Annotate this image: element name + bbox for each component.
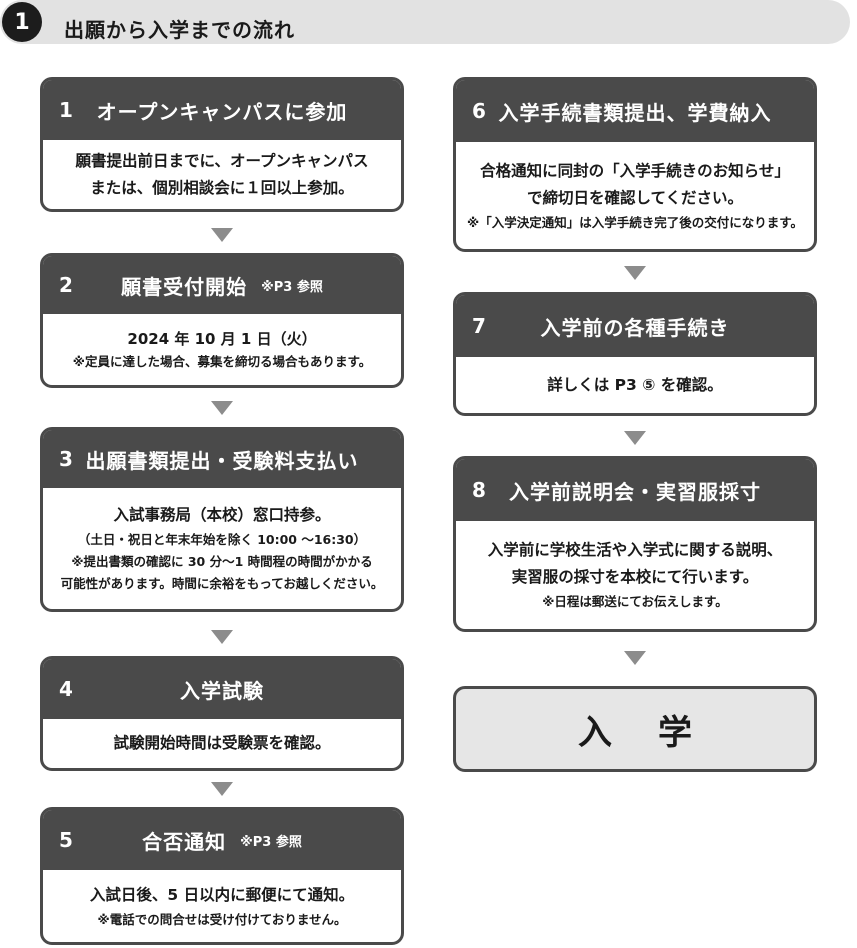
step-number: 7 <box>472 314 486 338</box>
step-8: 8 入学前説明会・実習服採寸 入学前に学校生活や入学式に関する説明、 実習服の採… <box>453 456 817 632</box>
step-note: ※電話での問合せは受け付けておりません。 <box>97 911 347 927</box>
enrollment-label: 入学 <box>578 712 738 753</box>
step-header: 2 願書受付開始 ※P3 参照 <box>43 256 401 314</box>
step-2: 2 願書受付開始 ※P3 参照 2024 年 10 月 1 日（火） ※定員に達… <box>40 253 404 388</box>
step-body: 入試日後、5 日以内に郵便にて通知。 ※電話での問合せは受け付けておりません。 <box>43 870 401 942</box>
step-body: 入試事務局（本校）窓口持参。 （土日・祝日と年末年始を除く 10:00 〜16:… <box>43 488 401 609</box>
step-6: 6 入学手続書類提出、学費納入 合格通知に同封の「入学手続きのお知らせ」 で締切… <box>453 77 817 252</box>
step-text: 実習服の採寸を本校にて行います。 <box>511 568 759 586</box>
step-date: 2024 年 10 月 1 日（火） <box>127 329 317 348</box>
step-body: 入学前に学校生活や入学式に関する説明、 実習服の採寸を本校にて行います。 ※日程… <box>456 521 814 629</box>
step-title: オープンキャンパスに参加 <box>96 99 348 124</box>
step-text: または、個別相談会に１回以上参加。 <box>90 178 354 197</box>
step-number: 6 <box>472 99 486 123</box>
step-title: 願書受付開始 <box>121 274 248 299</box>
step-text: 入試事務局（本校）窓口持参。 <box>113 506 331 524</box>
step-4: 4 入学試験 試験開始時間は受験票を確認。 <box>40 656 404 771</box>
step-body: 試験開始時間は受験票を確認。 <box>43 719 401 768</box>
step-body: 2024 年 10 月 1 日（火） ※定員に達した場合、募集を締切る場合もあり… <box>43 314 401 385</box>
page-reference: ※P3 参照 <box>261 279 323 295</box>
flow-arrow <box>211 228 233 242</box>
section-number-badge: 1 <box>2 2 42 42</box>
step-number: 8 <box>472 478 486 502</box>
step-text: で締切日を確認してください。 <box>526 188 744 207</box>
step-text: 願書提出前日までに、オープンキャンパス <box>75 151 369 170</box>
step-body: 合格通知に同封の「入学手続きのお知らせ」 で締切日を確認してください。 ※「入学… <box>456 142 814 249</box>
step-text: 入学前に学校生活や入学式に関する説明、 <box>487 541 783 559</box>
step-3: 3 出願書類提出・受験料支払い 入試事務局（本校）窓口持参。 （土日・祝日と年末… <box>40 427 404 612</box>
step-text: 合格通知に同封の「入学手続きのお知らせ」 <box>480 161 790 180</box>
step-5: 5 合否通知 ※P3 参照 入試日後、5 日以内に郵便にて通知。 ※電話での問合… <box>40 807 404 945</box>
flow-arrow <box>624 431 646 445</box>
step-text: 試験開始時間は受験票を確認。 <box>113 734 331 752</box>
step-text: 詳しくは P3 ⑤ を確認。 <box>547 375 723 394</box>
step-title: 出願書類提出・受験料支払い <box>85 448 359 473</box>
section-header: 1 出願から入学までの流れ <box>0 0 850 44</box>
step-number: 3 <box>59 447 73 471</box>
flow-arrow <box>211 630 233 644</box>
flow-arrow <box>211 782 233 796</box>
step-header: 6 入学手続書類提出、学費納入 <box>456 80 814 142</box>
step-header: 7 入学前の各種手続き <box>456 295 814 357</box>
step-header: 3 出願書類提出・受験料支払い <box>43 430 401 488</box>
step-header: 1 オープンキャンパスに参加 <box>43 80 401 140</box>
step-number: 2 <box>59 273 73 297</box>
step-header: 8 入学前説明会・実習服採寸 <box>456 459 814 521</box>
flow-arrow <box>624 651 646 665</box>
step-title: 入学前の各種手続き <box>540 315 730 340</box>
page-reference: ※P3 参照 <box>240 834 302 850</box>
step-note: 可能性があります。時間に余裕をもってお越しください。 <box>60 576 384 591</box>
step-text: 入試日後、5 日以内に郵便にて通知。 <box>89 885 355 904</box>
step-note: （土日・祝日と年末年始を除く 10:00 〜16:30） <box>77 532 367 547</box>
enrollment-final-box: 入学 <box>453 686 817 772</box>
step-1: 1 オープンキャンパスに参加 願書提出前日までに、オープンキャンパス または、個… <box>40 77 404 212</box>
step-note: ※「入学決定通知」は入学手続き完了後の交付になります。 <box>467 214 803 230</box>
step-header: 5 合否通知 ※P3 参照 <box>43 810 401 870</box>
step-note: ※提出書類の確認に 30 分〜1 時間程の時間がかかる <box>71 554 373 569</box>
step-number: 5 <box>59 828 73 852</box>
step-note: ※定員に達した場合、募集を締切る場合もあります。 <box>72 353 372 369</box>
step-number: 1 <box>59 98 73 122</box>
step-body: 詳しくは P3 ⑤ を確認。 <box>456 357 814 413</box>
step-note: ※日程は郵送にてお伝えします。 <box>542 594 728 609</box>
step-title: 入学手続書類提出、学費納入 <box>498 100 772 125</box>
step-title: 入学前説明会・実習服採寸 <box>509 479 761 504</box>
flow-arrow <box>211 401 233 415</box>
step-title: 合否通知 <box>142 829 227 854</box>
section-title: 出願から入学までの流れ <box>64 18 295 42</box>
step-body: 願書提出前日までに、オープンキャンパス または、個別相談会に１回以上参加。 <box>43 140 401 209</box>
flow-arrow <box>624 266 646 280</box>
step-number: 4 <box>59 677 73 701</box>
step-7: 7 入学前の各種手続き 詳しくは P3 ⑤ を確認。 <box>453 292 817 416</box>
step-header: 4 入学試験 <box>43 659 401 719</box>
step-title: 入学試験 <box>180 678 264 703</box>
